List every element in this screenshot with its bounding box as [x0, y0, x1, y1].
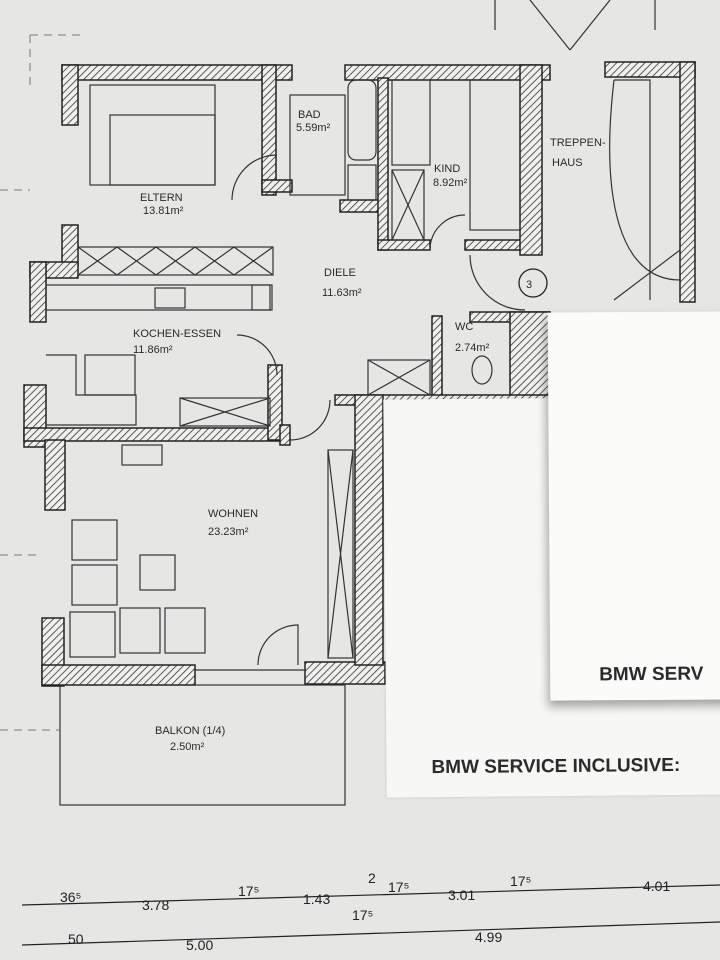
- area-wohnen: 23.23m²: [208, 526, 249, 538]
- bmw-service-text-front: BMW SERV: [599, 663, 704, 686]
- room-balkon: BALKON (1/4): [155, 725, 225, 737]
- dim-2: 3.78: [142, 897, 169, 913]
- room-wohnen: WOHNEN: [208, 508, 258, 520]
- room-kind: KIND: [434, 163, 460, 175]
- dim-11: 50: [68, 931, 84, 947]
- room-treppenhaus-1: TREPPEN-: [550, 137, 606, 149]
- dashed-boundary: [0, 34, 80, 731]
- room-bad: BAD: [298, 109, 321, 121]
- marker-label: 3: [526, 279, 532, 291]
- room-kochen-essen: KOCHEN-ESSEN: [133, 328, 221, 340]
- room-wc: WC: [455, 321, 473, 333]
- area-bad: 5.59m²: [296, 122, 331, 134]
- dim-8: 3.01: [448, 887, 475, 903]
- dim-4: 1.43: [303, 891, 330, 907]
- dim-10: 4.01: [643, 878, 670, 894]
- bmw-service-text: BMW SERVICE INCLUSIVE:: [431, 755, 681, 779]
- dim-3: 17⁵: [238, 883, 259, 899]
- area-eltern: 13.81m²: [143, 205, 184, 217]
- area-diele: 11.63m²: [322, 287, 362, 299]
- dim-5: 2: [368, 870, 376, 886]
- dimension-lines: [21, 884, 720, 946]
- dim-13: 4.99: [475, 929, 502, 945]
- furniture: [45, 0, 681, 806]
- room-diele: DIELE: [324, 267, 356, 279]
- paper-sheet-front: BMW SERV: [547, 311, 720, 701]
- dim-1: 36⁵: [60, 889, 81, 905]
- room-eltern: ELTERN: [140, 192, 183, 204]
- room-treppenhaus-2: HAUS: [552, 157, 583, 169]
- area-wc: 2.74m²: [455, 342, 490, 354]
- area-balkon: 2.50m²: [170, 741, 205, 753]
- dim-7: 17⁵: [388, 879, 409, 895]
- area-kind: 8.92m²: [433, 177, 468, 189]
- area-kochen-essen: 11.86m²: [133, 344, 173, 356]
- marker-circle: [518, 268, 548, 298]
- dim-12: 5.00: [186, 937, 213, 953]
- dim-9: 17⁵: [510, 873, 531, 889]
- walls: [23, 61, 696, 687]
- dim-6: 17⁵: [352, 907, 373, 923]
